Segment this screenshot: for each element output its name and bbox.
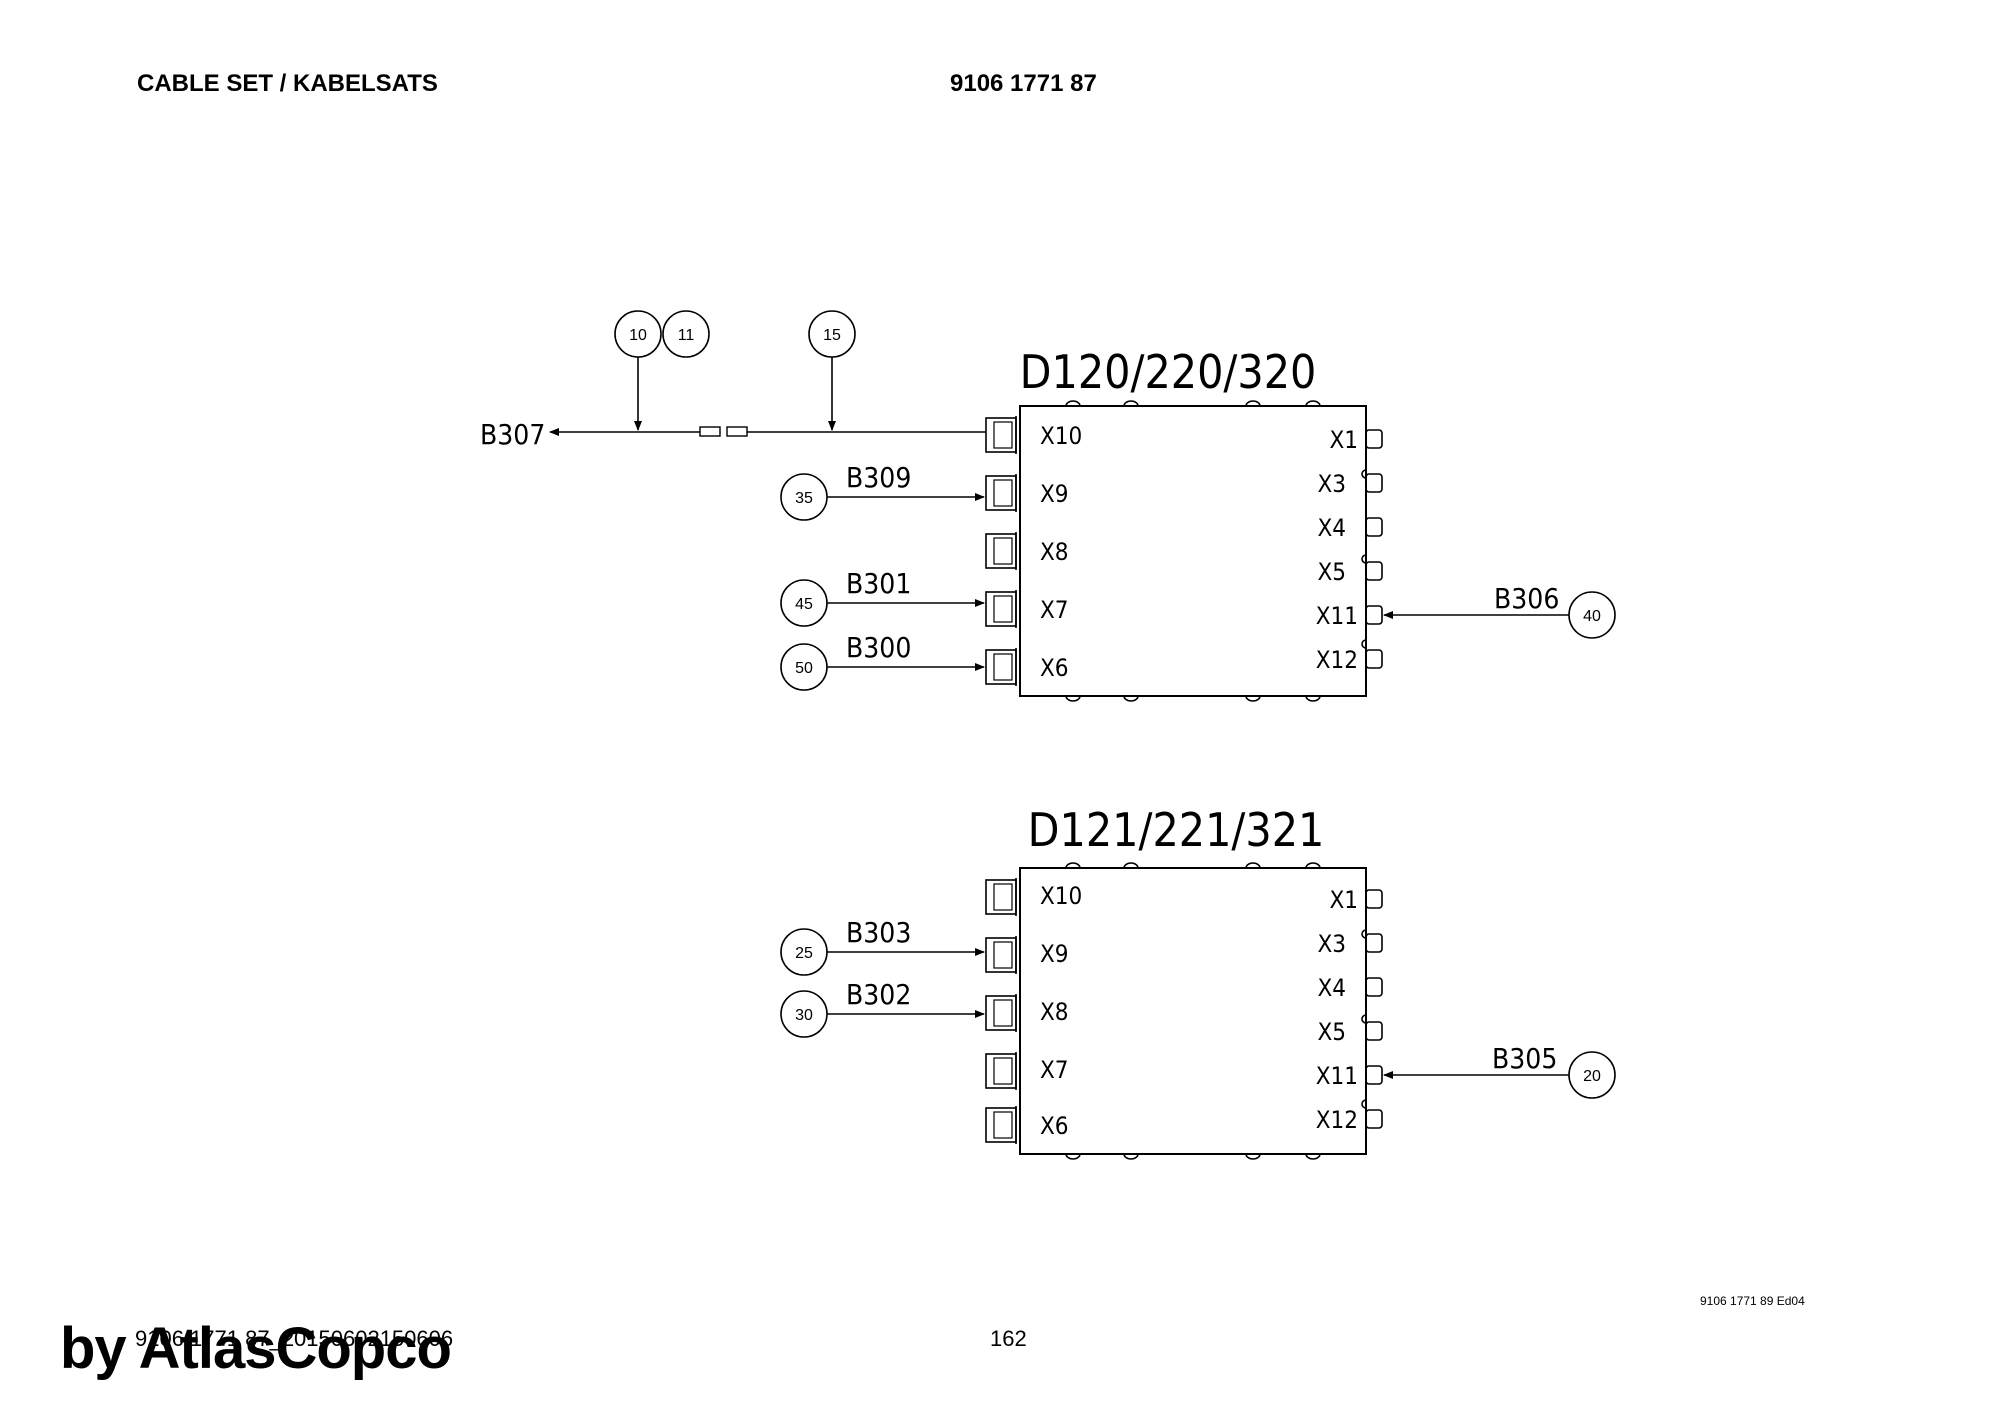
right-connector-x4: X4 xyxy=(1317,974,1383,1002)
port-label: X3 xyxy=(1317,470,1346,498)
cable-label: B305 xyxy=(1492,1042,1557,1075)
control-unit-d121: D121/221/321 X10 X9 X8 X7 xyxy=(780,803,1616,1160)
item-number: 25 xyxy=(795,945,813,962)
left-connector-x9: X9 xyxy=(985,474,1069,512)
port-label: X5 xyxy=(1317,1018,1346,1046)
left-connector-x6: X6 xyxy=(985,1106,1069,1144)
port-label: X5 xyxy=(1317,558,1346,586)
watermark-text: by AtlasCopco xyxy=(60,1316,452,1381)
right-connector-x11: X11 xyxy=(1316,602,1383,630)
port-label: X11 xyxy=(1316,1062,1358,1090)
left-connector-x7: X7 xyxy=(985,590,1069,628)
cable-label: B300 xyxy=(846,631,911,664)
cable-b302: 30 B302 xyxy=(780,978,985,1038)
item-number: 40 xyxy=(1583,608,1601,625)
port-label: X4 xyxy=(1317,974,1346,1002)
port-label: X9 xyxy=(1040,940,1069,968)
file-identifier: 9106 1771 87_20150602150606 xyxy=(135,1326,454,1351)
cable-label: B306 xyxy=(1494,582,1559,615)
port-label: X9 xyxy=(1040,480,1069,508)
document-reference: 9106 1771 89 Ed04 xyxy=(1700,1294,1805,1308)
left-connector-x7: X7 xyxy=(985,1052,1069,1090)
left-connector-x10: X10 xyxy=(985,878,1082,916)
left-connector-x8: X8 xyxy=(985,994,1069,1032)
right-connector-x3: X3 xyxy=(1317,930,1383,958)
cable-label: B302 xyxy=(846,978,911,1011)
item-number: 30 xyxy=(795,1007,813,1024)
cable-b301: 45 B301 xyxy=(780,567,985,627)
unit-body xyxy=(1019,867,1367,1155)
item-number: 11 xyxy=(678,327,695,344)
right-connector-x5: X5 xyxy=(1317,1018,1383,1046)
cable-b300: 50 B300 xyxy=(780,631,985,691)
item-callout-11: 11 xyxy=(662,310,710,358)
port-label: X6 xyxy=(1040,1112,1069,1140)
cable-label: B301 xyxy=(846,567,911,600)
cable-b305: 20 B305 xyxy=(1383,1042,1616,1099)
cable-b309: 35 B309 xyxy=(780,461,985,521)
left-connector-x8: X8 xyxy=(985,532,1069,570)
left-connector-x10: X10 xyxy=(985,416,1082,454)
unit-title: D121/221/321 xyxy=(1028,803,1325,857)
item-number: 15 xyxy=(823,327,841,344)
cable-label: B303 xyxy=(846,916,911,949)
right-connector-x1: X1 xyxy=(1329,886,1383,914)
item-callout-15: 15 xyxy=(808,310,856,431)
item-number: 50 xyxy=(795,660,813,677)
port-label: X11 xyxy=(1316,602,1358,630)
cable-b306: 40 B306 xyxy=(1383,582,1616,639)
port-label: X12 xyxy=(1316,1106,1358,1134)
right-connector-x5: X5 xyxy=(1317,558,1383,586)
right-connector-x11: X11 xyxy=(1316,1062,1383,1090)
left-connector-x9: X9 xyxy=(985,936,1069,974)
port-label: X1 xyxy=(1329,426,1358,454)
item-number: 45 xyxy=(795,596,813,613)
right-connector-x12: X12 xyxy=(1316,1106,1383,1134)
page-number: 162 xyxy=(990,1326,1027,1351)
port-label: X7 xyxy=(1040,1056,1069,1084)
port-label: X3 xyxy=(1317,930,1346,958)
right-connector-x4: X4 xyxy=(1317,514,1383,542)
right-connector-x12: X12 xyxy=(1316,646,1383,674)
right-connector-x1: X1 xyxy=(1329,426,1383,454)
document-title: CABLE SET / KABELSATS xyxy=(137,70,438,97)
control-unit-d120: D120/220/320 X10 X9 X8 xyxy=(480,310,1616,702)
port-label: X1 xyxy=(1329,886,1358,914)
item-number: 35 xyxy=(795,490,813,507)
port-label: X4 xyxy=(1317,514,1346,542)
unit-title: D120/220/320 xyxy=(1020,345,1317,399)
cable-b307: B307 xyxy=(480,418,986,451)
port-label: X8 xyxy=(1040,538,1069,566)
port-label: X6 xyxy=(1040,654,1069,682)
port-label: X10 xyxy=(1040,422,1082,450)
port-label: X7 xyxy=(1040,596,1069,624)
cable-label: B309 xyxy=(846,461,911,494)
port-label: X8 xyxy=(1040,998,1069,1026)
left-connector-x6: X6 xyxy=(985,648,1069,686)
unit-body xyxy=(1019,405,1367,697)
port-label: X12 xyxy=(1316,646,1358,674)
cable-b303: 25 B303 xyxy=(780,916,985,976)
item-number: 20 xyxy=(1583,1068,1601,1085)
cable-label: B307 xyxy=(480,418,545,451)
port-label: X10 xyxy=(1040,882,1082,910)
right-connector-x3: X3 xyxy=(1317,470,1383,498)
item-callout-10: 10 xyxy=(614,310,662,431)
part-number: 9106 1771 87 xyxy=(950,70,1097,97)
item-number: 10 xyxy=(629,327,647,344)
